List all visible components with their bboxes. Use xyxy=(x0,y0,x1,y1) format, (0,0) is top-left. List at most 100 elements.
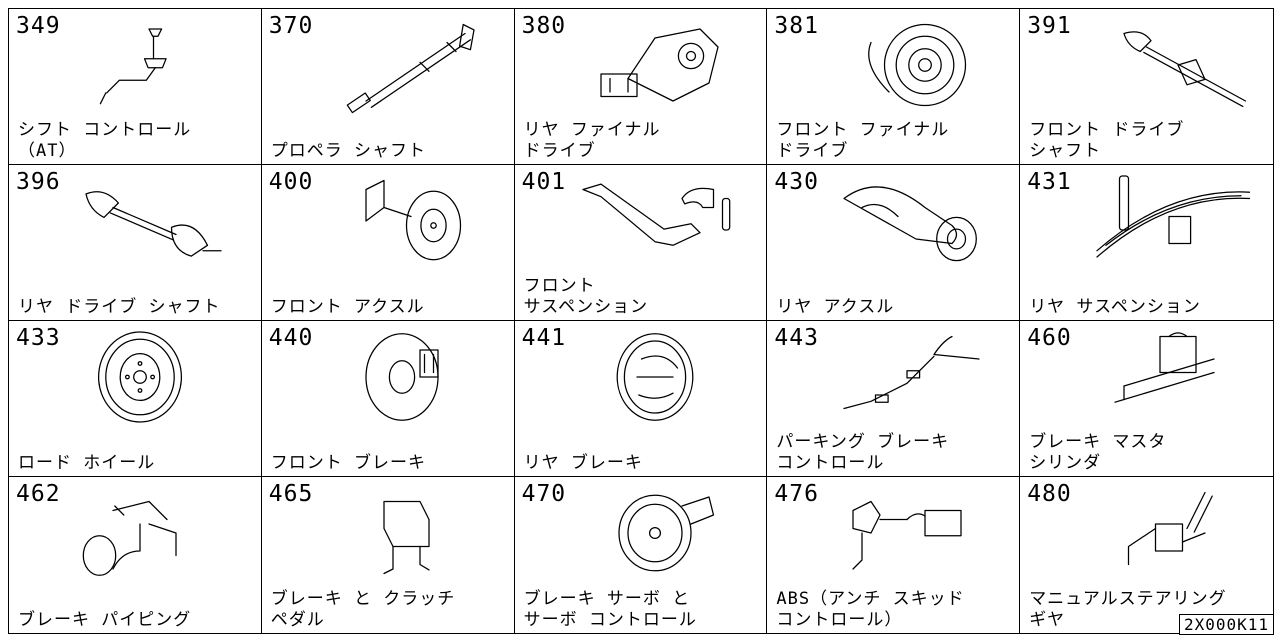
shift-lever-icon xyxy=(59,15,239,115)
part-label-line: フロント ドライブ xyxy=(1029,120,1185,140)
part-label-line: コントロール xyxy=(776,453,885,473)
part-number: 465 xyxy=(268,481,314,507)
part-cell-441[interactable]: 441 リヤ ブレーキ xyxy=(514,321,768,477)
part-label-line: マニュアルステアリング xyxy=(1029,589,1227,609)
rear-drive-shaft-icon xyxy=(59,171,239,271)
part-cell-401[interactable]: 401 フロントサスペンション xyxy=(514,165,768,321)
propeller-shaft-icon xyxy=(312,15,492,115)
part-number: 396 xyxy=(16,169,61,195)
part-label: ブレーキ と クラッチペダル xyxy=(271,589,455,631)
part-label: フロントサスペンション xyxy=(524,276,648,318)
part-label-line: サスペンション xyxy=(523,297,649,317)
part-cell-440[interactable]: 440 フロント ブレーキ xyxy=(261,321,515,477)
part-number: 380 xyxy=(521,13,567,39)
part-label-line: ギヤ xyxy=(1029,610,1066,630)
part-cell-443[interactable]: 443 パーキング ブレーキコントロール xyxy=(767,321,1021,477)
part-label: フロント ドライブシャフト xyxy=(1029,120,1184,162)
part-label-line: フロント アクスル xyxy=(270,297,425,317)
part-label-line: プロペラ シャフト xyxy=(270,141,427,161)
part-number: 476 xyxy=(774,481,819,507)
part-label-line: ブレーキ と クラッチ xyxy=(270,589,456,609)
part-label-line: ドライブ xyxy=(523,141,596,161)
part-cell-433[interactable]: 433 ロード ホイール xyxy=(9,321,262,477)
abs-unit-icon xyxy=(817,483,997,583)
part-cell-430[interactable]: 430 リヤ アクスル xyxy=(767,165,1021,321)
part-label-line: リヤ サスペンション xyxy=(1029,297,1201,317)
part-label-line: シフト コントロール xyxy=(18,120,192,140)
part-label: ブレーキ サーボ とサーボ コントロール xyxy=(524,589,697,631)
part-label: リヤ ドライブ シャフト xyxy=(18,297,220,318)
rear-suspension-icon xyxy=(1070,171,1251,271)
part-label: パーキング ブレーキコントロール xyxy=(776,432,949,474)
road-wheel-icon xyxy=(59,327,239,427)
part-number: 400 xyxy=(268,169,314,195)
part-number: 440 xyxy=(268,325,314,351)
part-label-line: ペダル xyxy=(270,610,325,630)
brake-servo-icon xyxy=(565,483,745,583)
part-cell-370[interactable]: 370 プロペラ シャフト xyxy=(261,9,515,165)
brake-piping-icon xyxy=(59,483,239,583)
part-label: ロード ホイール xyxy=(18,453,155,474)
part-label: ABS（アンチ スキッドコントロール） xyxy=(776,589,964,631)
front-suspension-icon xyxy=(565,171,745,271)
front-brake-icon xyxy=(312,327,492,427)
part-label-line: リヤ アクスル xyxy=(776,297,895,317)
part-number: 433 xyxy=(16,325,61,351)
part-label-line: （AT） xyxy=(18,141,77,161)
part-label-line: サーボ コントロール xyxy=(523,610,697,630)
steering-gear-icon xyxy=(1070,483,1250,583)
front-final-drive-icon xyxy=(817,15,997,115)
part-label: マニュアルステアリングギヤ xyxy=(1029,589,1227,631)
part-number: 349 xyxy=(16,13,61,39)
part-number: 431 xyxy=(1027,169,1072,195)
part-number: 443 xyxy=(774,325,819,351)
parking-brake-icon xyxy=(817,327,997,427)
part-label-line: フロント xyxy=(523,276,596,296)
part-label-line: コントロール） xyxy=(776,610,903,630)
part-label: リヤ ファイナルドライブ xyxy=(524,120,661,162)
part-cell-431[interactable]: 431 リヤ サスペンション xyxy=(1020,165,1273,321)
part-cell-400[interactable]: 400 フロント アクスル xyxy=(261,165,515,321)
part-label-line: パーキング ブレーキ xyxy=(776,432,950,452)
part-label-line: ABS（アンチ スキッド xyxy=(776,589,965,609)
part-cell-381[interactable]: 381 フロント ファイナルドライブ xyxy=(767,9,1021,165)
rear-axle-icon xyxy=(817,171,997,271)
part-label-line: ロード ホイール xyxy=(18,453,156,473)
part-number: 441 xyxy=(521,325,567,351)
part-number: 381 xyxy=(774,13,819,39)
pedal-icon xyxy=(312,483,492,583)
part-cell-465[interactable]: 465 ブレーキ と クラッチペダル xyxy=(262,477,515,633)
part-label-line: ドライブ xyxy=(776,141,849,161)
part-label: フロント ファイナルドライブ xyxy=(776,120,949,162)
part-number: 401 xyxy=(521,169,567,195)
master-cylinder-icon xyxy=(1070,327,1250,427)
part-label-line: ブレーキ サーボ と xyxy=(523,589,691,609)
part-label: リヤ ブレーキ xyxy=(524,453,643,474)
part-label-line: ブレーキ マスタ xyxy=(1029,432,1167,452)
part-label-line: シャフト xyxy=(1029,141,1102,161)
part-label: フロント ブレーキ xyxy=(271,453,426,474)
front-axle-icon xyxy=(312,171,492,271)
part-label-line: ブレーキ パイピング xyxy=(18,610,192,630)
part-cell-349[interactable]: 349 シフト コントロール（AT） xyxy=(9,9,262,165)
part-number: 430 xyxy=(774,169,819,195)
parts-index-grid: 349 シフト コントロール（AT） 370 プロペラ シャフト 380 リヤ ファイナル… xyxy=(8,8,1274,634)
part-number: 370 xyxy=(268,13,314,39)
part-label-line: リヤ ブレーキ xyxy=(523,453,643,473)
part-cell-380[interactable]: 380 リヤ ファイナルドライブ xyxy=(514,9,768,165)
figure-code: 2X000K11 xyxy=(1178,614,1274,635)
part-label-line: フロント ブレーキ xyxy=(270,453,427,473)
rear-final-drive-icon xyxy=(565,15,745,115)
part-label-line: リヤ ファイナル xyxy=(523,120,661,140)
front-drive-shaft-icon xyxy=(1070,15,1250,115)
part-cell-396[interactable]: 396 リヤ ドライブ シャフト xyxy=(9,165,262,321)
part-label: リヤ サスペンション xyxy=(1029,297,1201,318)
part-label: リヤ アクスル xyxy=(776,297,894,318)
part-label-line: フロント ファイナル xyxy=(776,120,950,140)
